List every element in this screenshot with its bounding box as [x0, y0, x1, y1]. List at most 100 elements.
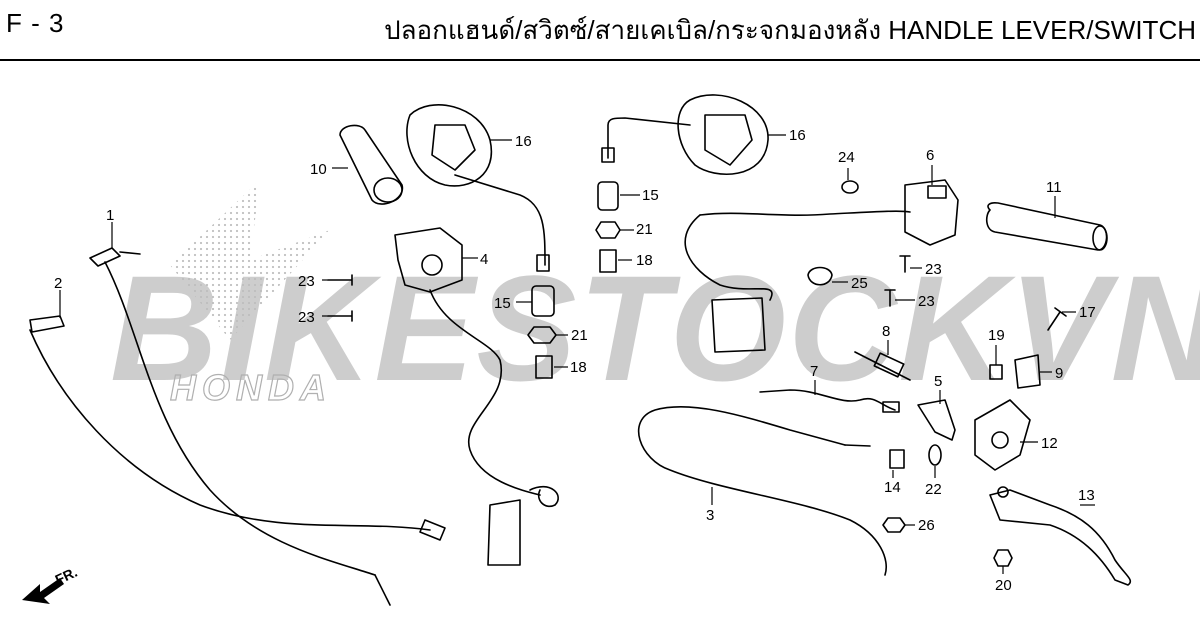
- clamp-25: [807, 266, 833, 286]
- page-header: F - 3 ปลอกแฮนด์/สวิตซ์/สายเคเบิล/กระจกมอ…: [0, 0, 1200, 61]
- callout-15a: 15: [642, 187, 659, 204]
- cable-end-1-tip: [119, 251, 141, 255]
- screw-23d: [884, 289, 896, 307]
- cable-end-2: [29, 315, 65, 333]
- right-switch-button: [927, 185, 947, 199]
- left-grip-end: [373, 177, 403, 203]
- left-switch-connector: [487, 499, 521, 566]
- lever-bracket-12: [974, 399, 1031, 471]
- stop-switch-8: [873, 352, 905, 378]
- right-harness: [699, 210, 911, 216]
- page-code: F - 3: [6, 8, 65, 38]
- callout-4: 4: [480, 251, 488, 268]
- cable-end-1: [89, 247, 121, 267]
- adapter-18a: [599, 249, 617, 273]
- nut-26: [882, 517, 906, 533]
- callout-23c: 23: [925, 261, 942, 278]
- throttle-cable-1: [104, 261, 376, 576]
- callouts: 1 2 3 4 5 6 7 8 9 10 11 12 13 14 15 15 1…: [54, 127, 1096, 594]
- callout-8: 8: [882, 323, 890, 340]
- callout-16b: 16: [789, 127, 806, 144]
- clutch-cable-3-end: [844, 444, 871, 447]
- right-grip-end: [1092, 225, 1108, 251]
- switch-cable-7-end: [882, 401, 900, 413]
- parts-linework: [29, 94, 1132, 606]
- left-switch-assembly: [394, 227, 559, 566]
- callout-9: 9: [1055, 365, 1063, 382]
- left-mirror-face: [431, 124, 476, 171]
- callout-2: 2: [54, 275, 62, 292]
- left-grip-body: [339, 124, 403, 205]
- callout-11: 11: [1046, 179, 1062, 196]
- clutch-switch-9: [1014, 354, 1041, 389]
- callout-18a: 18: [636, 252, 653, 269]
- clutch-cable-3: [637, 405, 887, 576]
- watermark: BIKESTOCKVN HONDA: [110, 180, 1200, 412]
- clip-22: [928, 444, 942, 466]
- nut-21b: [527, 326, 557, 344]
- bolt-14: [889, 449, 905, 469]
- header-rule: [0, 59, 1200, 61]
- left-harness-loop: [529, 485, 559, 508]
- callout-15b: 15: [494, 295, 511, 312]
- callout-18b: 18: [570, 359, 587, 376]
- screw-17: [1047, 307, 1067, 331]
- adapter-18b: [535, 355, 553, 379]
- callout-20: 20: [995, 577, 1012, 594]
- right-switch-housing: [904, 179, 959, 246]
- watermark-honda: HONDA: [170, 367, 332, 408]
- callout-10: 10: [310, 161, 327, 178]
- left-switch-housing: [394, 227, 463, 293]
- callout-21b: 21: [571, 327, 588, 344]
- callout-23d: 23: [918, 293, 935, 310]
- clutch-lever-13: [989, 489, 1132, 586]
- page-title: ปลอกแฮนด์/สวิตซ์/สายเคเบิล/กระจกมองหลัง …: [384, 15, 1196, 45]
- right-grip: [985, 202, 1108, 251]
- callout-21a: 21: [636, 221, 653, 238]
- callout-23a: 23: [298, 273, 315, 290]
- callout-13: 13: [1078, 487, 1095, 504]
- front-label: FR.: [53, 564, 80, 588]
- stop-switch-line: [854, 351, 911, 381]
- callout-6: 6: [926, 147, 934, 164]
- throttle-cable-2: [29, 329, 431, 531]
- left-switch-harness: [429, 289, 541, 496]
- cable-end-1-bottom: [374, 574, 391, 606]
- right-harness-lower: [684, 214, 773, 301]
- right-mirror: [601, 94, 769, 176]
- callout-26: 26: [918, 517, 935, 534]
- right-mirror-face: [704, 114, 753, 166]
- nut-21a: [595, 221, 621, 239]
- lever-bracket-pivot: [991, 431, 1009, 449]
- right-mirror-thread: [601, 147, 615, 163]
- callout-3: 3: [706, 507, 714, 524]
- rubber-boot-15b: [531, 285, 555, 317]
- rubber-boot-15a: [597, 181, 619, 211]
- callout-14: 14: [884, 479, 901, 496]
- callout-17: 17: [1079, 304, 1096, 321]
- callout-1: 1: [106, 207, 114, 224]
- callout-5: 5: [934, 373, 942, 390]
- front-direction-indicator: FR.: [22, 564, 80, 604]
- clip-24: [841, 180, 859, 194]
- front-arrow-icon: [22, 578, 64, 604]
- left-grip: [339, 124, 403, 205]
- callout-12: 12: [1041, 435, 1058, 452]
- left-mirror-stem: [454, 174, 546, 266]
- right-mirror-stem: [607, 117, 691, 159]
- screw-23a: [327, 274, 353, 286]
- screw-23b: [327, 310, 353, 322]
- watermark-honda-wing: [170, 180, 330, 340]
- left-mirror: [406, 104, 550, 272]
- cable-end-2-bottom: [419, 519, 446, 541]
- screw-23c: [899, 255, 911, 273]
- left-mirror-housing: [406, 104, 493, 187]
- lever-pivot-hole: [997, 486, 1009, 498]
- left-switch-knob: [421, 254, 443, 276]
- right-mirror-housing: [677, 94, 769, 176]
- callout-7: 7: [810, 363, 818, 380]
- nut-20: [993, 549, 1013, 567]
- callout-16a: 16: [515, 133, 532, 150]
- callout-23b: 23: [298, 309, 315, 326]
